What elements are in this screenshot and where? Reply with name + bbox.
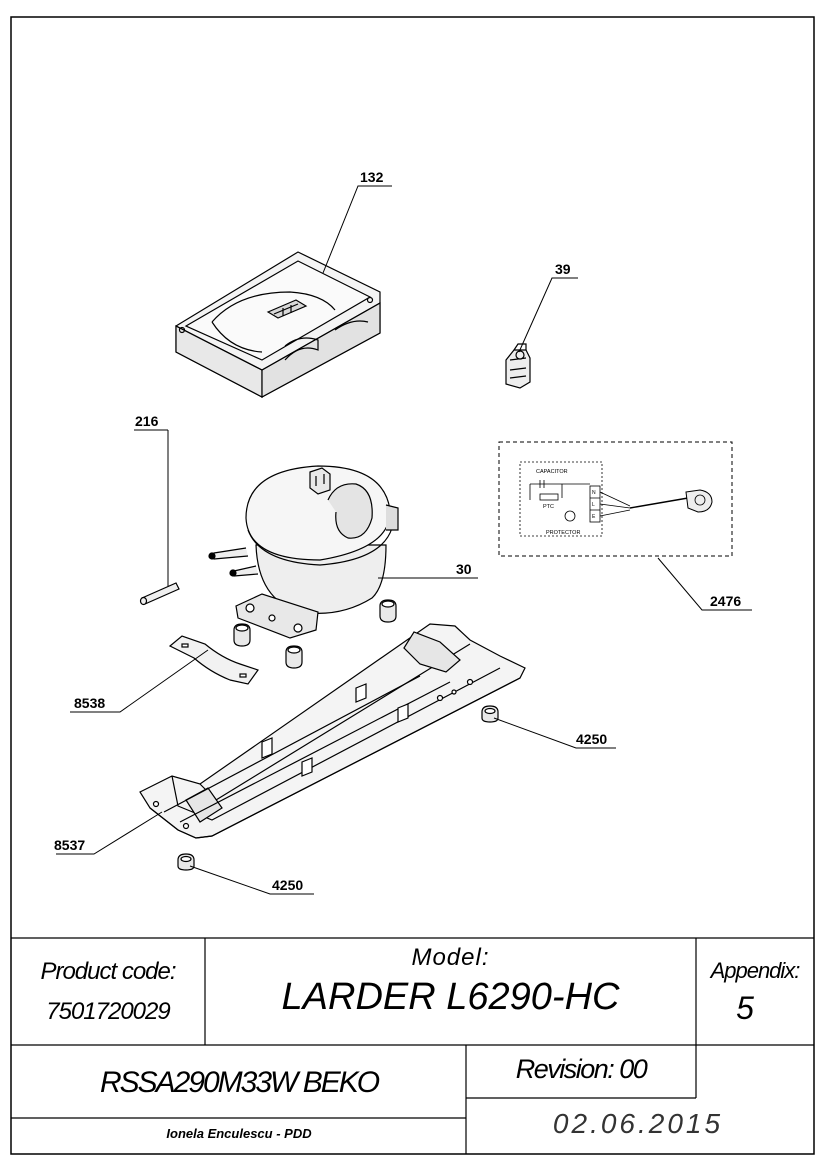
label-capacitor: CAPACITOR [536,469,568,475]
callout-132: 132 [360,169,384,185]
author: Ionela Enculescu - PDD [166,1126,312,1141]
product-code: 7501720029 [46,998,170,1025]
date: 02.06.2015 [552,1108,724,1139]
revision: Revision: 00 [515,1054,648,1084]
part-8537-rails [139,623,526,839]
product-name: RSSA290M33W BEKO [99,1066,380,1099]
callout-39: 39 [555,261,571,277]
callout-30: 30 [456,561,472,577]
label-n: N [592,490,596,496]
part-216-pin [139,582,180,606]
title-block-grid [11,937,814,1154]
label-protector: PROTECTOR [546,530,580,536]
part-8538-plate [168,635,259,685]
appendix-number: 5 [736,990,754,1026]
leader-lines [56,185,752,895]
callout-8537: 8537 [54,837,85,853]
callout-4250-a: 4250 [576,731,607,747]
callout-8538: 8538 [74,695,105,711]
product-code-label: Product code: [40,958,176,985]
label-l: L [592,502,595,508]
part-132-tray [175,251,381,399]
appendix-label: Appendix: [710,958,801,983]
part-39-relay [505,343,531,389]
part-30-compressor [208,465,399,639]
model-name: LARDER L6290-HC [281,976,620,1018]
sheet-border [10,16,815,1155]
model-label: Model: [411,944,490,971]
label-ptc: PTC [543,504,554,510]
callout-2476: 2476 [710,593,741,609]
grommets [177,599,499,871]
label-e: E [592,514,596,520]
callout-216: 216 [135,413,159,429]
part-2476-wiring: CAPACITOR PTC PROTECTOR N L E [498,441,733,557]
callout-4250-b: 4250 [272,877,303,893]
